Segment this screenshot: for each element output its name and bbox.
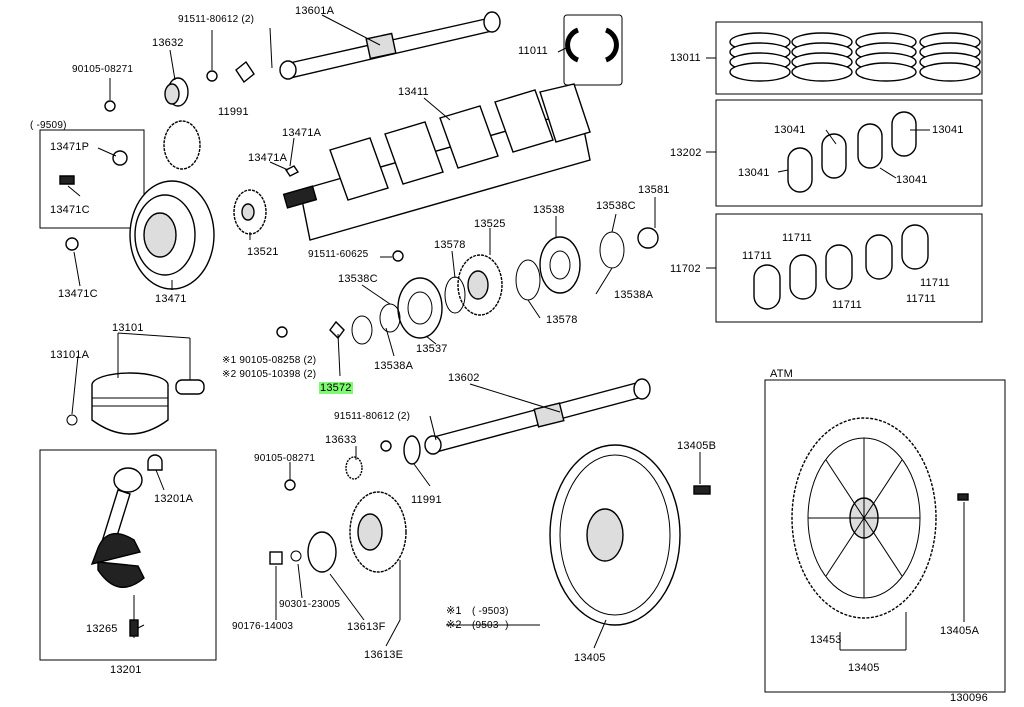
label-13578-b: 13578 <box>546 314 578 326</box>
label-13537: 13537 <box>416 343 448 355</box>
label-13525: 13525 <box>474 218 506 230</box>
label-13613F: 13613F <box>347 621 386 633</box>
balance-shaft-upper <box>279 11 501 80</box>
pulley-bolt-frame <box>39 129 145 229</box>
figure-number: 130096 <box>950 692 988 704</box>
crankshaft-front-parts <box>329 227 659 345</box>
thrust-washers <box>565 27 619 63</box>
balance-shaft-lower <box>424 378 651 455</box>
piston <box>66 372 205 435</box>
label-13405B: 13405B <box>677 440 717 452</box>
connecting-rod-frame <box>39 449 217 661</box>
label-13453: 13453 <box>810 634 842 646</box>
label-atm: ATM <box>770 368 794 380</box>
label-13405A: 13405A <box>940 625 980 637</box>
label-13471C-lower: 13471C <box>58 288 98 300</box>
label-13411: 13411 <box>398 86 429 98</box>
label-11711-c: 11711 <box>920 277 950 289</box>
label-13538C-mid: 13538C <box>338 273 378 285</box>
label-11702: 11702 <box>670 263 701 275</box>
label-13101A: 13101A <box>50 349 90 361</box>
label-11711-b: 11711 <box>742 250 772 262</box>
drive-plate <box>791 417 937 619</box>
piston-pin <box>175 379 205 395</box>
small-fasteners <box>59 60 969 573</box>
label-13405-driveplate: 13405 <box>848 662 880 674</box>
leader-lines <box>67 14 965 651</box>
label-13538C-upper: 13538C <box>596 200 636 212</box>
label-note-1: ※1 90105-08258 (2) <box>222 355 317 366</box>
label-13581: 13581 <box>638 184 670 196</box>
snap-ring <box>66 414 78 426</box>
gear-upper-left <box>163 120 201 170</box>
legend-row1-mark: ※1 <box>446 605 462 617</box>
label-13538A-right: 13538A <box>614 289 654 301</box>
label-date-9509: ( -9509) <box>30 120 67 131</box>
piston-ring-sets <box>729 32 981 82</box>
label-91511-80612-lower: 91511-80612 (2) <box>334 411 411 422</box>
label-91511-60625: 91511-60625 <box>308 249 369 260</box>
label-13602: 13602 <box>448 372 480 384</box>
crankshaft <box>282 83 591 241</box>
legend-row2-range: (9503- ) <box>472 620 509 631</box>
connecting-rod <box>90 454 163 638</box>
label-13601A: 13601A <box>295 5 335 17</box>
label-13613E: 13613E <box>364 649 404 661</box>
label-90105-08271-upper: 90105-08271 <box>72 64 134 75</box>
label-13538-upper: 13538 <box>533 204 565 216</box>
thrust-washer-frame <box>563 14 623 86</box>
conrod-bearing-shells <box>787 111 917 193</box>
legend-row2-mark: ※2 <box>446 619 462 631</box>
label-90176-14003: 90176-14003 <box>232 621 294 632</box>
label-13538A-mid: 13538A <box>374 360 414 372</box>
label-13471A-2: 13471A <box>248 152 288 164</box>
label-13041-d: 13041 <box>896 174 928 186</box>
label-13521: 13521 <box>247 246 279 258</box>
label-13041-b: 13041 <box>932 124 964 136</box>
flywheel <box>549 444 681 626</box>
label-13632: 13632 <box>152 37 184 49</box>
label-13405-flywheel: 13405 <box>574 652 606 664</box>
label-91511-80612-upper: 91511-80612 (2) <box>178 14 255 25</box>
label-13471C-upper: 13471C <box>50 204 90 216</box>
label-13471A-1: 13471A <box>282 127 322 139</box>
label-13471: 13471 <box>155 293 187 305</box>
crank-timing-gear <box>233 189 267 235</box>
label-13572-highlighted[interactable]: 13572 <box>319 382 353 394</box>
label-note-2: ※2 90105-10398 (2) <box>222 369 317 380</box>
label-11711-d: 11711 <box>832 299 862 311</box>
main-bearing-shells <box>753 224 929 310</box>
label-13041-c: 13041 <box>738 167 770 179</box>
label-13471P: 13471P <box>50 141 90 153</box>
conrod-bearing-frame <box>715 99 983 207</box>
label-90301-23005: 90301-23005 <box>279 599 341 610</box>
label-13202: 13202 <box>670 147 702 159</box>
label-11711-a: 11711 <box>782 232 812 244</box>
label-13578-a: 13578 <box>434 239 466 251</box>
label-13011: 13011 <box>670 52 701 64</box>
atm-drive-plate-frame <box>764 379 1006 693</box>
label-13041-a: 13041 <box>774 124 806 136</box>
label-13633: 13633 <box>325 434 357 446</box>
label-11711-e: 11711 <box>906 293 936 305</box>
legend-row1-range: ( -9503) <box>472 606 509 617</box>
label-90105-08271-lower: 90105-08271 <box>254 453 316 464</box>
label-11991-lower: 11991 <box>411 494 442 506</box>
label-11011: 11011 <box>518 45 548 57</box>
idler-gear-upper <box>164 77 189 107</box>
label-11991-upper: 11991 <box>218 106 249 118</box>
crank-pulley <box>129 180 215 290</box>
label-13101: 13101 <box>112 322 144 334</box>
label-13201A: 13201A <box>154 493 194 505</box>
label-13201: 13201 <box>110 664 142 676</box>
label-13265: 13265 <box>86 623 118 635</box>
